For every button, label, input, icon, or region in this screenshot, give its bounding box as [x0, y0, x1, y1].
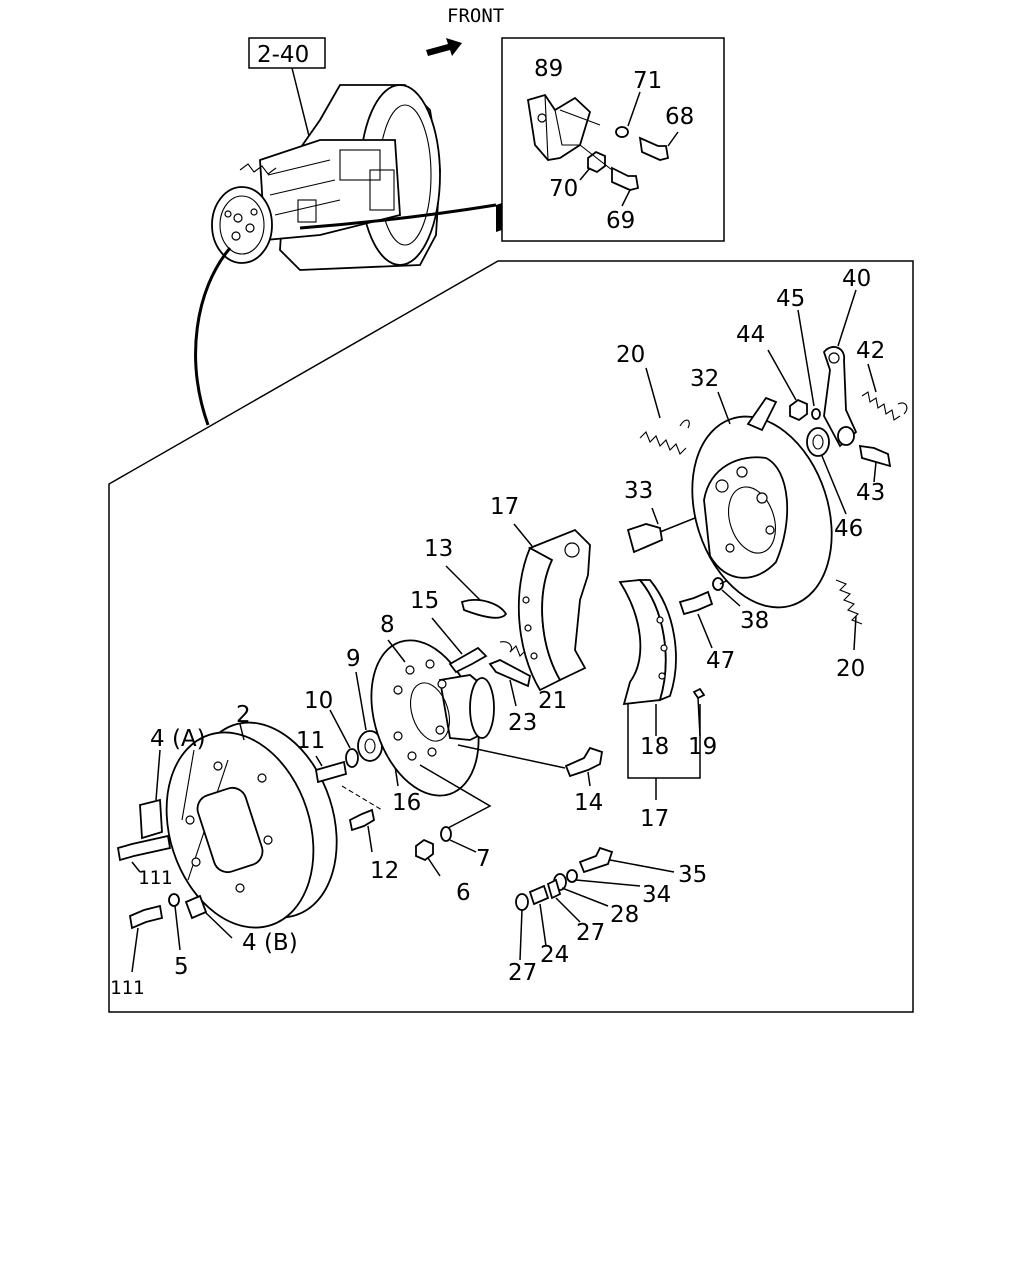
reference-box: 2-40 — [248, 37, 326, 141]
front-label: FRONT — [447, 5, 504, 27]
pin-33 — [626, 523, 664, 554]
inset-bracket-box — [501, 37, 725, 242]
bolt-47 — [678, 590, 714, 616]
lever-40 — [822, 346, 858, 448]
callout-24: 24 — [540, 942, 569, 968]
rivet-19 — [692, 687, 706, 700]
callout-4a: 4 (A) — [150, 726, 206, 752]
transmission-overview — [194, 84, 502, 426]
brake-shoe-lower — [618, 579, 701, 800]
callout-71: 71 — [633, 68, 662, 94]
callout-32: 32 — [690, 366, 719, 392]
callout-47: 47 — [706, 648, 735, 674]
washer-38 — [712, 577, 724, 591]
callout-42: 42 — [856, 338, 885, 364]
main-frame — [108, 260, 914, 1013]
link-13 — [460, 599, 508, 619]
callout-19: 19 — [688, 734, 717, 760]
callout-43: 43 — [856, 480, 885, 506]
callout-46: 46 — [834, 516, 863, 542]
washer-45 — [811, 408, 821, 420]
callout-68: 68 — [665, 104, 694, 130]
cup-27b — [515, 893, 529, 911]
cup-27a — [546, 878, 562, 900]
washer-34 — [566, 869, 578, 883]
callout-5: 5 — [174, 954, 189, 980]
pin-35 — [578, 846, 614, 874]
pin-24 — [528, 884, 550, 906]
bolt-111a — [116, 834, 172, 862]
bolt-12 — [348, 808, 376, 832]
nut-44 — [789, 398, 808, 422]
spring-20-lower — [835, 579, 863, 625]
washer-10 — [345, 748, 359, 768]
callout-21: 21 — [538, 688, 567, 714]
callout-35: 35 — [678, 862, 707, 888]
callout-44: 44 — [736, 322, 765, 348]
bolt-111b — [128, 904, 164, 930]
hub-flange — [370, 639, 566, 829]
callout-33: 33 — [624, 478, 653, 504]
callout-2: 2 — [236, 702, 251, 728]
callout-16: 16 — [392, 790, 421, 816]
callout-17-lower: 17 — [640, 806, 669, 832]
bracket-4a — [139, 798, 163, 840]
callout-8: 8 — [380, 612, 395, 638]
callout-14: 14 — [574, 790, 603, 816]
callout-27-lower: 27 — [508, 960, 537, 986]
callout-12: 12 — [370, 858, 399, 884]
callout-9: 9 — [346, 646, 361, 672]
callout-18: 18 — [640, 734, 669, 760]
bolt-11 — [314, 760, 348, 784]
callout-20-upper: 20 — [616, 342, 645, 368]
reference-box-label: 2-40 — [257, 42, 309, 68]
callout-6: 6 — [456, 880, 471, 906]
bolt-15 — [448, 646, 488, 674]
callout-38: 38 — [740, 608, 769, 634]
callout-4b: 4 (B) — [242, 930, 298, 956]
spring-42 — [861, 391, 901, 421]
arrow-right-icon — [426, 38, 462, 56]
callout-111-upper: 111 — [138, 867, 172, 889]
callout-15: 15 — [410, 588, 439, 614]
bolt-43 — [858, 444, 892, 468]
callout-10: 10 — [304, 688, 333, 714]
spring-20-upper — [639, 431, 687, 455]
callout-70: 70 — [549, 176, 578, 202]
washer-5 — [168, 893, 180, 907]
back-plate — [691, 391, 833, 609]
callout-69: 69 — [606, 208, 635, 234]
brake-drum — [165, 721, 338, 929]
callout-23: 23 — [508, 710, 537, 736]
nut-6 — [415, 838, 434, 862]
callout-111-lower: 111 — [110, 977, 144, 999]
front-indicator: FRONT — [426, 5, 504, 56]
callout-17-upper: 17 — [490, 494, 519, 520]
bolt-14 — [564, 746, 604, 778]
callout-27-upper: 27 — [576, 920, 605, 946]
callout-11: 11 — [296, 728, 325, 754]
brake-shoe-upper — [513, 523, 591, 692]
washer-46 — [806, 427, 830, 457]
callout-34: 34 — [642, 882, 671, 908]
adjuster-23 — [488, 659, 532, 688]
callout-45: 45 — [776, 286, 805, 312]
callout-28: 28 — [610, 902, 639, 928]
callout-40: 40 — [842, 266, 871, 292]
callout-89: 89 — [534, 56, 563, 82]
callout-7: 7 — [476, 846, 491, 872]
callout-20-lower: 20 — [836, 656, 865, 682]
washer-7 — [440, 826, 452, 842]
callout-13: 13 — [424, 536, 453, 562]
